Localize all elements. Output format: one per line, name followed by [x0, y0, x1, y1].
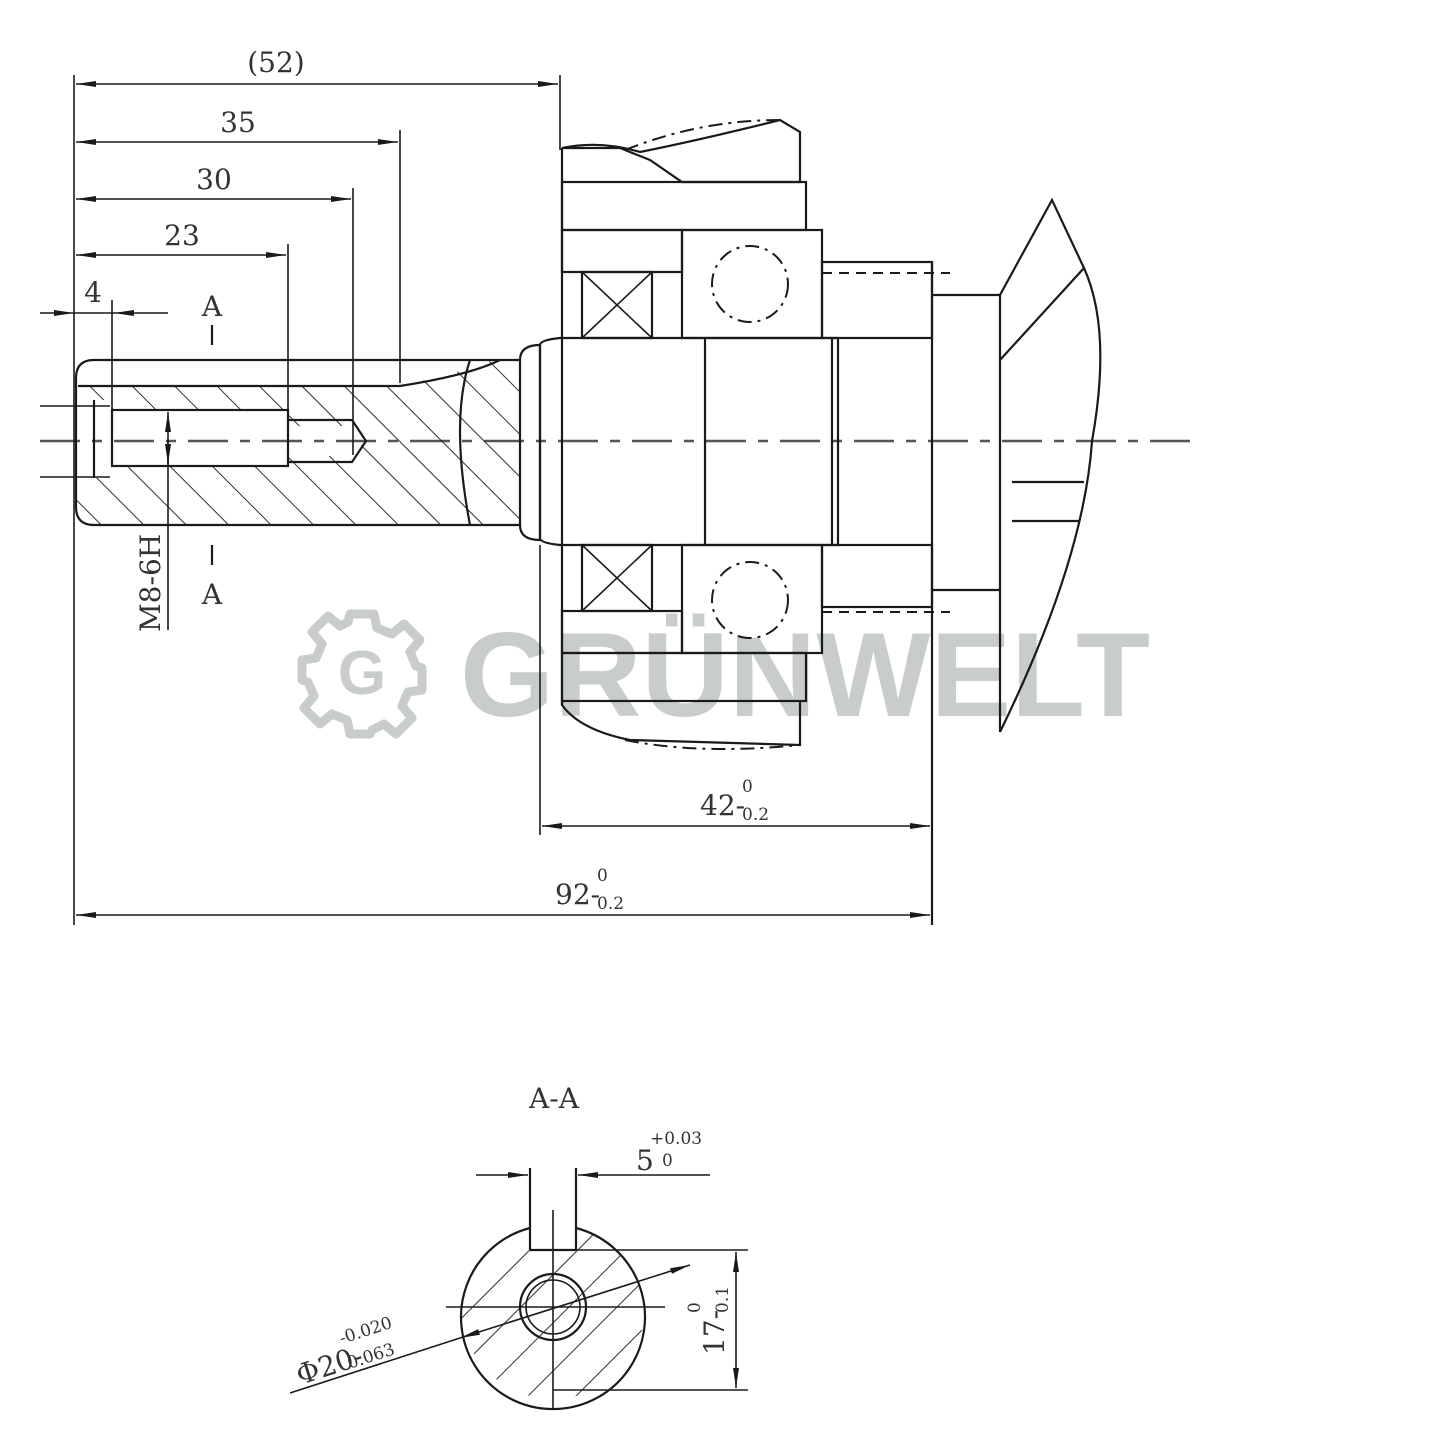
- svg-text:0.2: 0.2: [742, 805, 769, 825]
- dim-30: 30: [196, 163, 232, 196]
- depth-dim: 17- 0 0.1: [685, 1286, 733, 1355]
- svg-text:0: 0: [597, 866, 608, 886]
- svg-text:42-: 42-: [700, 789, 745, 822]
- bearing-assembly-bottom: [560, 148, 1000, 750]
- dim-92: 92- 0 0.2: [555, 866, 624, 914]
- svg-text:17-: 17-: [698, 1310, 731, 1355]
- extension-lines: [73, 75, 561, 925]
- keyway-dim: 5 +0.03 0: [636, 1129, 702, 1177]
- dimension-lines: [40, 81, 930, 918]
- dim-23: 23: [164, 219, 200, 252]
- section-mark-bottom: A: [201, 578, 223, 611]
- dim-42: 42- 0 0.2: [700, 777, 769, 825]
- shaft-break-end: [930, 197, 1102, 925]
- svg-text:5: 5: [636, 1144, 654, 1177]
- dim-52: (52): [247, 46, 304, 79]
- svg-text:0.2: 0.2: [597, 894, 624, 914]
- gear-logo-icon: G: [297, 609, 427, 739]
- svg-text:0.1: 0.1: [713, 1286, 733, 1313]
- svg-text:0: 0: [742, 777, 753, 797]
- section-title: A-A: [528, 1082, 580, 1115]
- svg-text:92-: 92-: [555, 878, 600, 911]
- svg-text:0: 0: [662, 1151, 673, 1171]
- dim-4: 4: [84, 276, 102, 309]
- section-mark-top: A: [201, 290, 223, 323]
- dim-35: 35: [220, 106, 256, 139]
- section-view-a-a: A-A 5 +0.03 0 17- 0 0.1 Φ20- -: [289, 1082, 748, 1411]
- thread-spec: M8-6H: [134, 534, 167, 632]
- svg-text:+0.03: +0.03: [650, 1129, 702, 1149]
- logo-letter: G: [338, 639, 386, 708]
- bearing-assembly-top: [560, 118, 1000, 340]
- shaft-left-section: [40, 343, 542, 542]
- svg-text:0: 0: [685, 1302, 705, 1313]
- diameter-dim: Φ20- -0.020 0.063: [292, 1313, 397, 1392]
